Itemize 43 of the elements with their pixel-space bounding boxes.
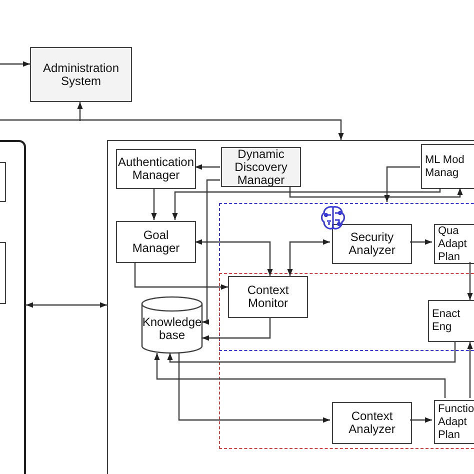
box-label: Context Analyzer xyxy=(348,410,396,436)
arrow xyxy=(287,239,330,276)
box-label: Dynamic Discovery Manager xyxy=(234,148,288,186)
box-label: Enact Eng xyxy=(432,308,462,334)
arrow xyxy=(151,188,157,220)
arrow xyxy=(410,239,432,245)
arrow xyxy=(154,353,446,398)
arrow xyxy=(195,164,220,170)
box-label: Functio Adapt Plan xyxy=(438,402,474,442)
component-box xyxy=(221,147,301,187)
component-box xyxy=(30,47,132,102)
arrow xyxy=(410,417,432,423)
arrow xyxy=(77,102,83,121)
arrow xyxy=(202,318,271,341)
arrow xyxy=(172,188,441,220)
database-cylinder xyxy=(141,296,203,354)
box-label: Knowledge base xyxy=(142,316,202,342)
box-label: Qua Adapt Plan xyxy=(438,224,468,264)
box-label: Authentication Manager xyxy=(118,156,194,182)
arrow xyxy=(134,262,228,290)
arrow xyxy=(26,302,107,308)
box-label: ML Mod Manag xyxy=(425,154,466,180)
component-box xyxy=(116,221,196,263)
box-label: Context Monitor xyxy=(246,284,290,310)
component-box xyxy=(332,224,412,264)
arrow xyxy=(289,186,463,198)
arrow xyxy=(202,179,220,325)
component-box xyxy=(228,276,308,318)
arrow xyxy=(0,61,30,67)
panel xyxy=(0,140,26,474)
arrow xyxy=(167,342,456,363)
arrow xyxy=(195,239,273,276)
arrow xyxy=(384,166,420,202)
component-box xyxy=(332,402,412,444)
arrow xyxy=(467,342,473,398)
box-label: Goal Manager xyxy=(131,229,181,255)
box-label: Administration System xyxy=(42,62,120,88)
box-label: Security Analyzer xyxy=(348,231,396,257)
arrow xyxy=(0,119,344,140)
arrow xyxy=(467,262,473,300)
component-box xyxy=(116,149,196,189)
arrow xyxy=(178,353,330,423)
component-box xyxy=(428,300,474,342)
